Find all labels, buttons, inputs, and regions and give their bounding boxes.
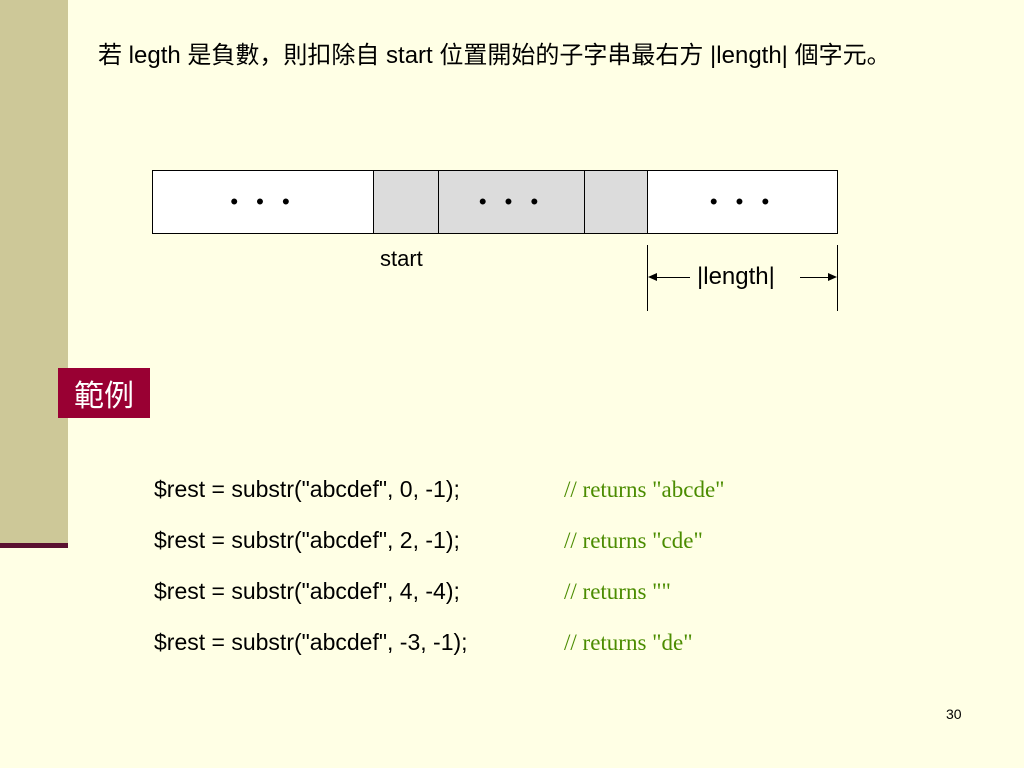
arrow-right-icon (828, 273, 837, 281)
code-comment-1: // returns "abcde" (564, 477, 725, 502)
diagram-cell-suffix: • • • (648, 171, 837, 233)
arrow-left-icon (648, 273, 657, 281)
diagram-cell-end (585, 171, 648, 233)
slide-heading: 若 legth 是負數，則扣除自 start 位置開始的子字串最右方 |leng… (98, 42, 891, 69)
length-left-tick (647, 245, 648, 311)
diagram-cell-start (374, 171, 439, 233)
code-comment-4: // returns "de" (564, 630, 693, 655)
code-line-1: $rest = substr("abcdef", 0, -1); (154, 476, 460, 502)
code-line-4: $rest = substr("abcdef", -3, -1); (154, 629, 468, 655)
string-diagram: • • • • • • • • • (152, 170, 838, 234)
code-comment-3: // returns "" (564, 579, 671, 604)
length-label: |length| (697, 263, 775, 290)
left-decor-bar (0, 0, 68, 546)
left-decor-line (0, 543, 68, 548)
start-label: start (380, 246, 423, 271)
length-right-line (800, 277, 830, 278)
diagram-cell-middle: • • • (439, 171, 585, 233)
code-line-2: $rest = substr("abcdef", 2, -1); (154, 527, 460, 553)
code-comment-2: // returns "cde" (564, 528, 703, 553)
diagram-cell-prefix: • • • (153, 171, 374, 233)
length-left-line (654, 277, 690, 278)
code-line-3: $rest = substr("abcdef", 4, -4); (154, 578, 460, 604)
length-right-tick (837, 245, 838, 311)
example-badge: 範例 (58, 368, 150, 418)
page-number: 30 (946, 706, 962, 722)
